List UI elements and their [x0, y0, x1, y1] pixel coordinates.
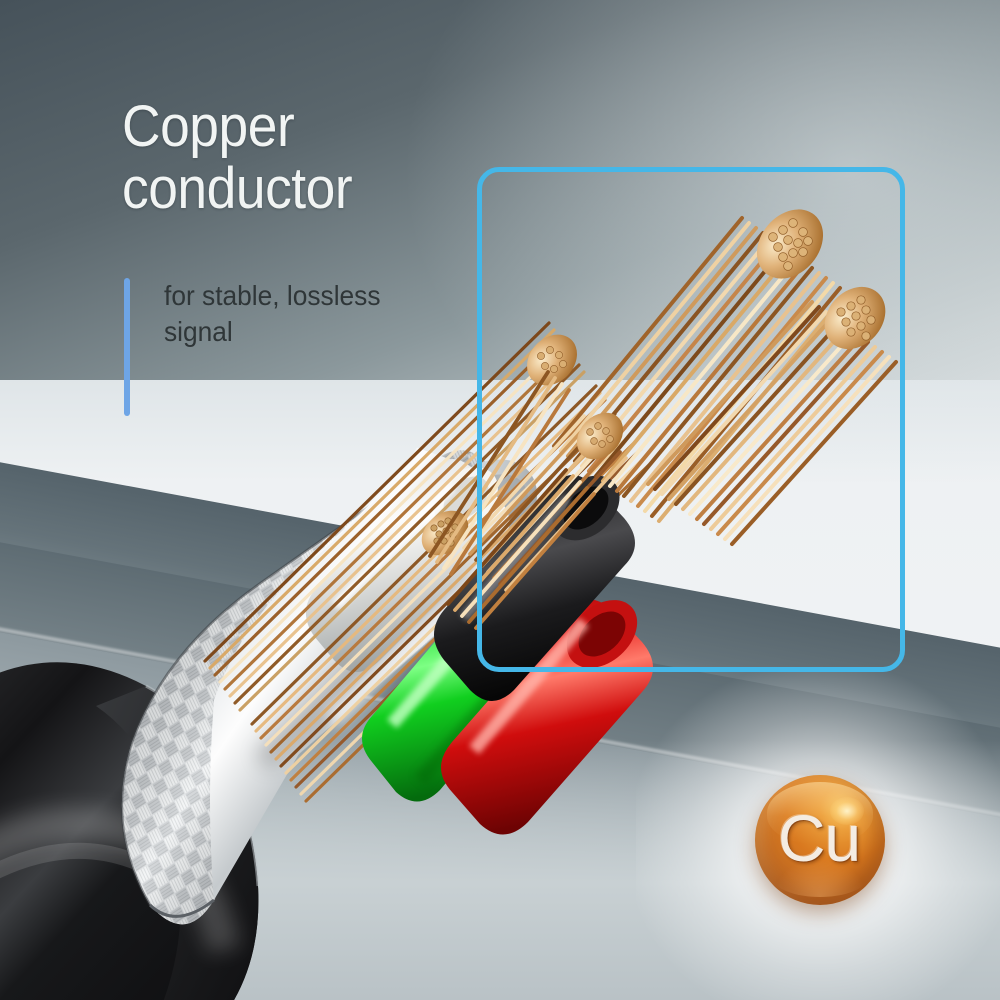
- stranded-conductor-right: [646, 286, 898, 546]
- page-title: Copper conductor: [122, 94, 353, 222]
- copper-element-badge: Cu: [755, 775, 885, 905]
- drain-copper-strands: [203, 321, 653, 803]
- copper-cut-face-right: [824, 286, 886, 350]
- stranded-conductor-upper: [552, 209, 849, 523]
- badge-symbol: Cu: [777, 801, 861, 875]
- core-red-lower: [441, 599, 653, 835]
- badge-specular-highlight: [830, 797, 865, 826]
- accent-bar: [124, 278, 130, 416]
- copper-cut-face-mid: [576, 412, 624, 460]
- subtitle-block: for stable, lossless signal: [124, 278, 394, 416]
- stranded-conductor-farleft: [428, 334, 596, 630]
- copper-cut-face-upper: [756, 209, 824, 279]
- subtitle-text: for stable, lossless signal: [164, 280, 381, 347]
